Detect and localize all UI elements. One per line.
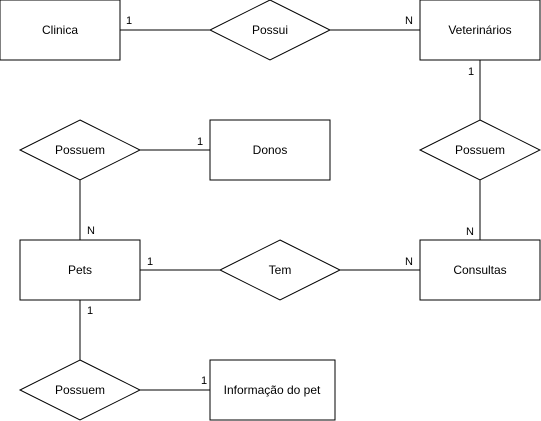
relationship-possui[interactable]: Possui [208,0,332,61]
entity-donos-label: Donos [253,143,288,157]
cardinality-pets-possuem-info: 1 [87,305,93,317]
cardinality-veterinarios-possui: N [405,15,413,27]
entity-donos[interactable]: Donos [209,119,331,181]
entity-consultas[interactable]: Consultas [419,239,541,301]
entity-clinica-label: Clinica [42,23,78,37]
cardinality-info-possuem: 1 [201,375,207,387]
entity-consultas-label: Consultas [453,263,506,277]
relationship-possuem-pets-info-label: Possuem [55,383,105,397]
relationship-possuem-vet-consultas-label: Possuem [455,143,505,157]
relationship-possui-label: Possui [252,23,288,37]
entity-veterinarios[interactable]: Veterinários [419,0,541,61]
cardinality-pets-tem: 1 [147,256,153,268]
cardinality-consultas-tem: N [405,256,413,268]
cardinality-veterinarios-possuem: 1 [468,66,474,78]
relationship-possuem-pets-donos-label: Possuem [55,143,105,157]
entity-informacao-pet-label: Informação do pet [224,383,321,397]
relationship-possuem-vet-consultas[interactable]: Possuem [418,119,541,181]
relationship-tem-label: Tem [269,263,292,277]
relationship-possuem-pets-info[interactable]: Possuem [18,359,142,421]
relationship-tem[interactable]: Tem [218,239,342,301]
cardinality-clinica-possui: 1 [126,15,132,27]
cardinalities: 1 N 1 N 1 N 1 N 1 1 [87,15,474,387]
cardinality-donos-possuem: 1 [197,136,203,148]
edges [79,29,481,391]
cardinality-pets-possuem-donos: N [87,225,95,237]
entity-informacao-pet[interactable]: Informação do pet [209,359,336,421]
entity-pets-label: Pets [68,263,92,277]
cardinality-consultas-possuem: N [466,226,474,238]
entity-veterinarios-label: Veterinários [448,23,511,37]
entity-clinica[interactable]: Clinica [0,0,121,61]
relationship-possuem-pets-donos[interactable]: Possuem [18,119,142,181]
entity-pets[interactable]: Pets [19,239,141,301]
